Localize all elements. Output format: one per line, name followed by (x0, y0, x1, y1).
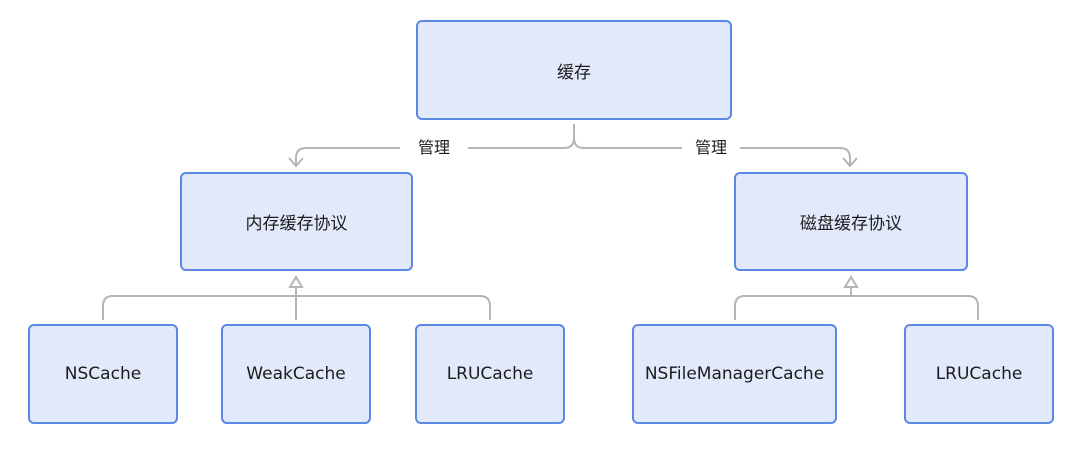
root-stem (468, 124, 575, 149)
memory-lrucache-label: LRUCache (446, 364, 534, 384)
disk-cache-protocol-label: 磁盘缓存协议 (800, 214, 902, 234)
weakcache-label: WeakCache (246, 364, 346, 384)
nscache-label: NSCache (64, 364, 142, 384)
disk-lrucache-node[interactable]: LRUCache (904, 324, 1054, 424)
disk-cache-protocol-node[interactable]: 磁盘缓存协议 (734, 172, 968, 271)
disk-inherit-bar (734, 295, 979, 320)
root-node-label: 缓存 (557, 62, 591, 83)
root-node-cache[interactable]: 缓存 (416, 20, 732, 120)
manage-edge-left (295, 147, 400, 166)
nscache-node[interactable]: NSCache (28, 324, 178, 424)
memory-inherit-triangle (288, 275, 304, 288)
disk-inherit-triangle (843, 275, 859, 288)
nsfilemanagercache-node[interactable]: NSFileManagerCache (632, 324, 837, 424)
disk-lrucache-label: LRUCache (935, 364, 1023, 384)
root-stem-right (573, 124, 682, 149)
manage-edge-right (740, 147, 851, 166)
memory-cache-protocol-node[interactable]: 内存缓存协议 (180, 172, 413, 271)
edge-label-right: 管理 (688, 138, 734, 158)
edge-label-left: 管理 (411, 138, 457, 158)
memory-lrucache-node[interactable]: LRUCache (415, 324, 565, 424)
memory-cache-protocol-label: 内存缓存协议 (245, 214, 348, 234)
nsfilemanagercache-label: NSFileManagerCache (644, 364, 825, 384)
arrowhead-open-left (288, 157, 304, 168)
arrowhead-open-right (842, 157, 858, 168)
weakcache-node[interactable]: WeakCache (221, 324, 371, 424)
